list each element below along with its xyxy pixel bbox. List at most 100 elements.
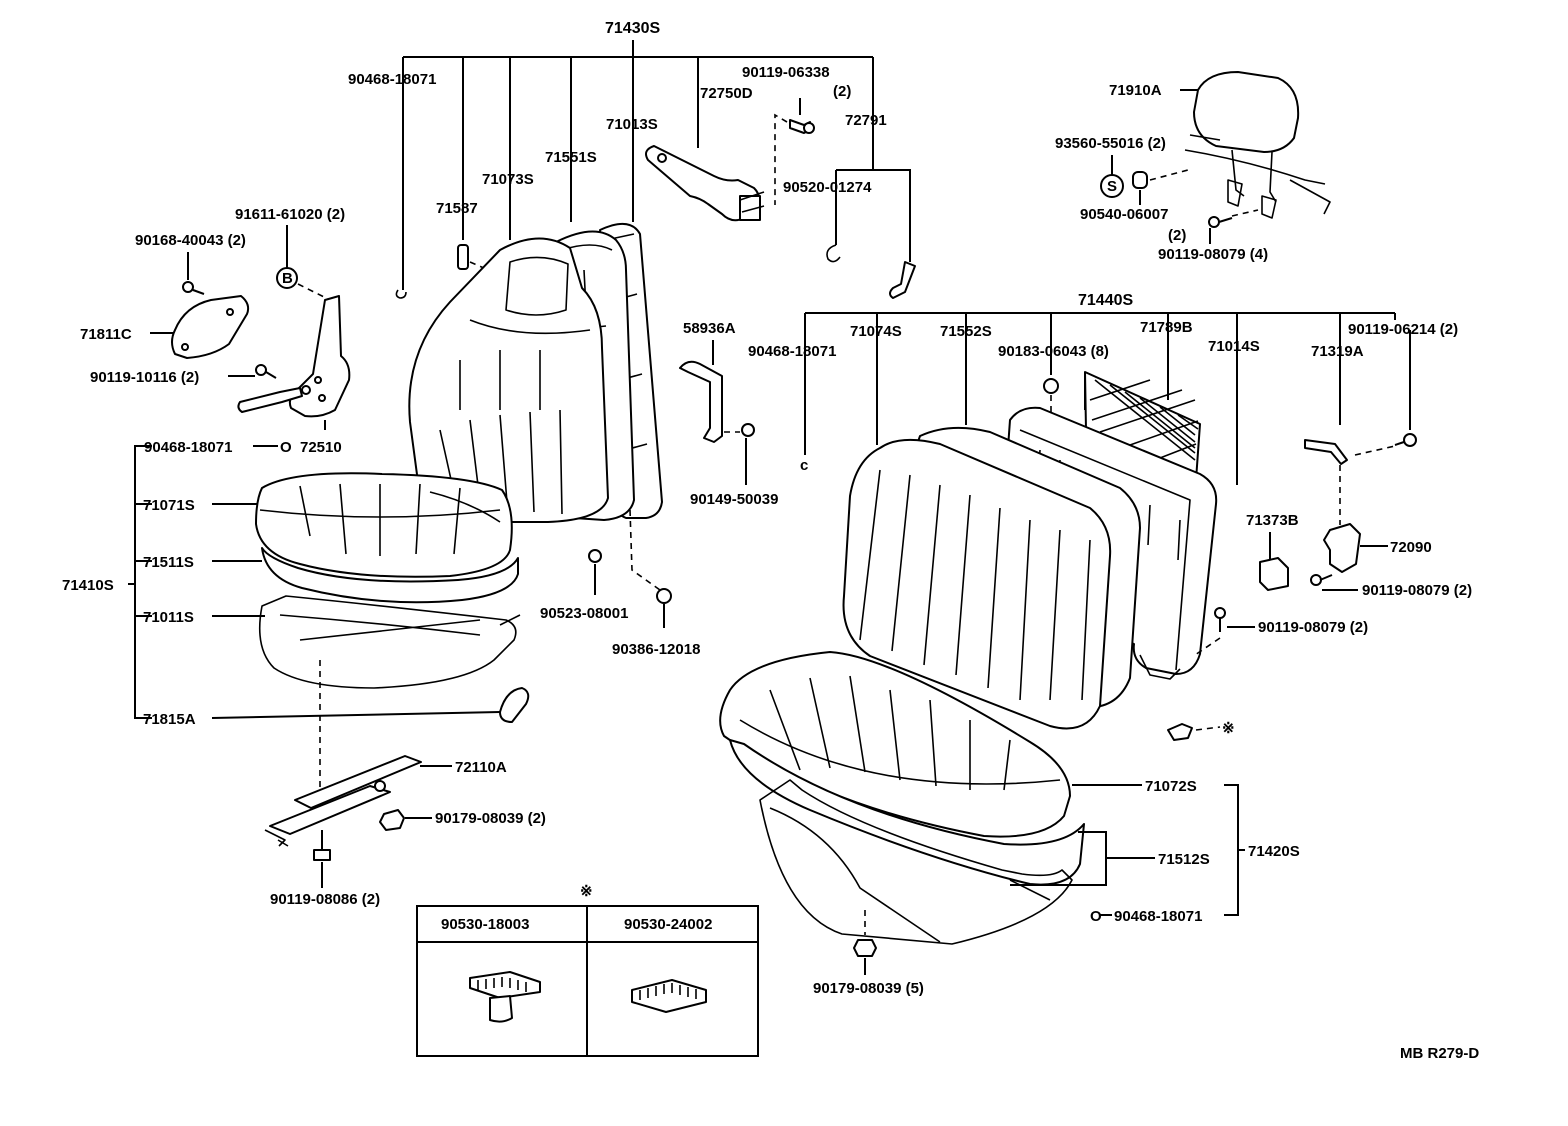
push-clip-90530-24002-icon — [631, 979, 707, 1013]
bracket-71410s — [128, 445, 152, 719]
screw-90119-06214 — [1394, 433, 1417, 447]
label-93560-55016: 93560-55016 (2) — [1055, 135, 1166, 152]
bracket-71440s — [804, 312, 1396, 485]
label-91611-61020: 91611-61020 (2) — [235, 206, 345, 223]
seatback-left — [408, 223, 663, 523]
label-71014s: 71014S — [1208, 338, 1260, 355]
label-71073s: 71073S — [482, 171, 534, 188]
grommet-90540-06007 — [1132, 171, 1148, 189]
label-71410s: 71410S — [62, 577, 114, 594]
label-71587: 71587 — [436, 200, 478, 217]
label-71811c: 71811C — [80, 326, 132, 343]
knob-71815a — [499, 687, 530, 723]
screw-90168-40043 — [182, 281, 205, 295]
label-71440s: 71440S — [1078, 292, 1133, 309]
label-90386-12018: 90386-12018 — [612, 641, 700, 658]
recliner-72510 — [237, 295, 351, 418]
label-90149-50039: 90149-50039 — [690, 491, 778, 508]
push-clip-90530-18003-icon — [469, 971, 541, 1023]
label-90119-06338-qty: (2) — [833, 83, 851, 100]
nut-90179-08039-bench — [853, 939, 877, 957]
label-90179-08039-5: 90179-08039 (5) — [813, 980, 924, 997]
label-71789b: 71789B — [1140, 319, 1193, 336]
label-72110a: 72110A — [455, 759, 507, 776]
label-72510: 72510 — [300, 439, 342, 456]
bracket-71319a — [1304, 439, 1348, 465]
legend-col-2: 90530-24002 — [624, 916, 712, 933]
bracket-58936a — [679, 360, 723, 443]
label-58936a: 58936A — [683, 320, 736, 337]
label-90183-06043: 90183-06043 (8) — [998, 343, 1109, 360]
cover-plate-71811c — [171, 295, 250, 359]
legend-col-1: 90530-18003 — [441, 916, 529, 933]
nut-90179-08039-left — [379, 809, 405, 831]
label-71074s: 71074S — [850, 323, 902, 340]
label-90119-06338: 90119-06338 — [742, 64, 830, 81]
label-71551s: 71551S — [545, 149, 597, 166]
screw-90119-06338 — [789, 98, 815, 134]
label-90119-10116: 90119-10116 (2) — [90, 369, 199, 386]
reference-code: MB R279-D — [1400, 1045, 1479, 1062]
clip-90520-01274 — [826, 244, 841, 263]
ring-90523-08001 — [588, 549, 602, 563]
screw-90119-08079-latch — [1310, 574, 1333, 586]
fastener-90149-50039 — [741, 423, 755, 437]
label-71512s: 71512S — [1158, 851, 1210, 868]
label-90468-18071-bottom: 90468-18071 — [1114, 908, 1202, 925]
nut-90386-12018 — [656, 588, 672, 604]
label-71430s: 71430S — [605, 20, 660, 37]
striker-71373b — [1259, 557, 1289, 591]
bolt-90119-08086 — [313, 830, 331, 861]
label-90540-06007-qty: (2) — [1168, 227, 1186, 244]
label-71071s: 71071S — [143, 497, 195, 514]
label-90468-18071-left: 90468-18071 — [144, 439, 232, 456]
label-71552s: 71552S — [940, 323, 992, 340]
clip-star-part — [1167, 723, 1193, 741]
label-90468-18071-top: 90468-18071 — [348, 71, 436, 88]
label-90523-08001: 90523-08001 — [540, 605, 628, 622]
label-72791: 72791 — [845, 112, 887, 129]
label-71511s: 71511S — [143, 554, 194, 571]
label-90168-40043: 90168-40043 (2) — [135, 232, 246, 249]
bolt-b-icon — [276, 267, 298, 289]
label-71815a: 71815A — [143, 711, 196, 728]
bolt-s-marker: S — [1107, 178, 1117, 195]
clip-71587 — [457, 244, 469, 270]
label-72090: 72090 — [1390, 539, 1432, 556]
label-71319a: 71319A — [1311, 343, 1364, 360]
label-90119-08086: 90119-08086 (2) — [270, 891, 380, 908]
star-marker-bench: ※ — [1222, 720, 1235, 737]
bracket-72791 — [889, 261, 916, 299]
bolt-b-marker: B — [282, 270, 293, 287]
screw-90119-08079-frame — [1214, 607, 1226, 632]
legend-marker: ※ — [580, 883, 593, 900]
latch-72090 — [1323, 523, 1361, 573]
seatbelt-buckle-72750d — [645, 145, 765, 222]
label-71013s: 71013S — [606, 116, 658, 133]
label-90540-06007: 90540-06007 — [1080, 206, 1168, 223]
ring-o-marker-bottom: O — [1090, 908, 1102, 925]
label-90179-08039-2: 90179-08039 (2) — [435, 810, 546, 827]
ring-o-marker-left: O — [280, 439, 292, 456]
clip-90468-top — [395, 289, 407, 299]
label-90119-08079-4: 90119-08079 (4) — [1158, 246, 1268, 263]
clip-c-marker-mid: c — [800, 457, 808, 474]
rear-seatback-cover — [842, 426, 1141, 730]
label-90468-18071-mid: 90468-18071 — [748, 343, 836, 360]
screw-90119-08079-head — [1208, 216, 1233, 228]
label-71072s: 71072S — [1145, 778, 1197, 795]
label-72750d: 72750D — [700, 85, 753, 102]
legend-table: ※ 90530-18003 90530-24002 — [416, 883, 759, 1057]
label-90520-01274: 90520-01274 — [783, 179, 872, 196]
screw-90119-10116 — [255, 364, 277, 379]
seat-track-72110a — [264, 755, 422, 847]
headrest-71910a — [1184, 71, 1331, 219]
bracket-71430s: 71430S — [402, 20, 874, 290]
label-71011s: 71011S — [143, 609, 194, 626]
rear-cushion — [719, 651, 1085, 945]
label-71420s: 71420S — [1248, 843, 1300, 860]
bolt-s-icon — [1100, 174, 1124, 198]
nut-90183-06043 — [1043, 378, 1059, 394]
label-90119-06214: 90119-06214 (2) — [1348, 321, 1458, 338]
